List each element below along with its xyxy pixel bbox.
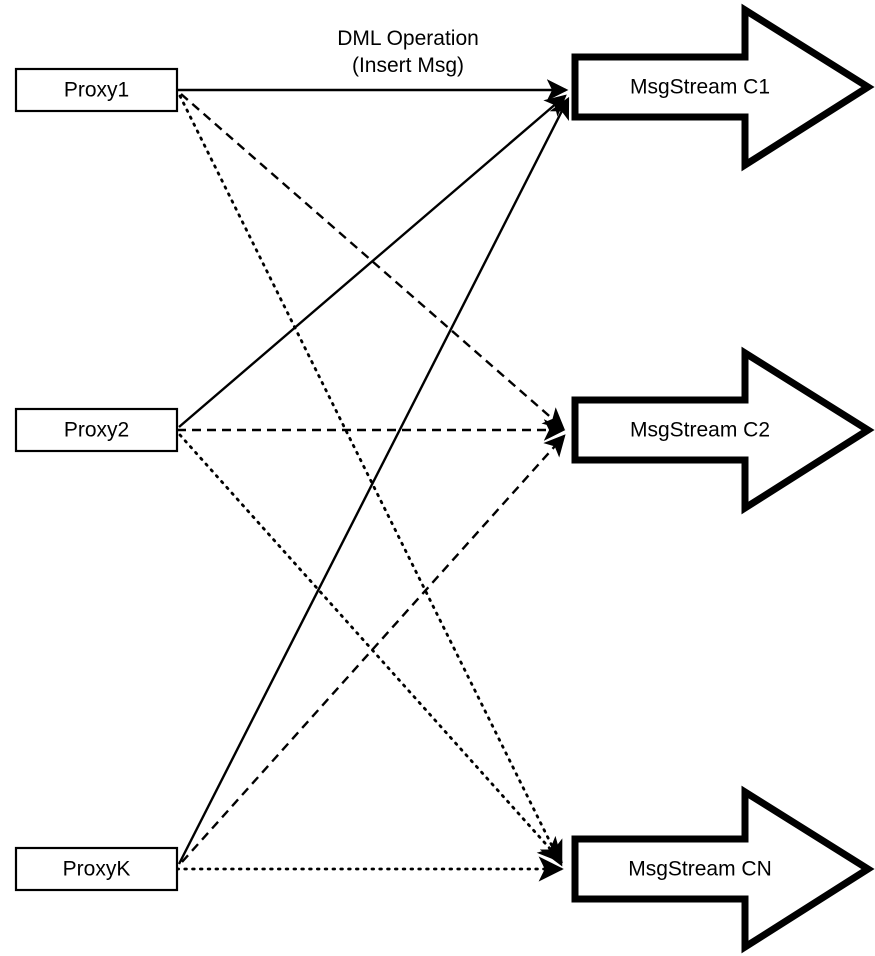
- proxy-node-proxyk[interactable]: ProxyK: [14, 846, 179, 892]
- edges-layer: [175, 79, 570, 882]
- edge-line-solid: [177, 96, 570, 865]
- edge-proxyK-to-stream-c2: [181, 434, 566, 863]
- block-arrow-shape: [571, 346, 875, 515]
- msgstream-node-msgstream-c2[interactable]: MsgStream C2: [571, 346, 875, 515]
- annotation-line-2: (Insert Msg): [352, 54, 464, 77]
- edge-line-dashed: [181, 434, 566, 863]
- annotations-layer: DML Operation (Insert Msg): [337, 27, 479, 77]
- edge-proxy2-to-stream-c1: [178, 94, 567, 428]
- proxy-label: ProxyK: [63, 858, 131, 881]
- edge-annotation-dml-operation: DML Operation (Insert Msg): [337, 27, 479, 77]
- msgstream-node-msgstream-c1[interactable]: MsgStream C1: [571, 3, 875, 172]
- proxy-label: Proxy1: [64, 79, 129, 102]
- streams-layer: MsgStream C1 MsgStream C2 MsgStream CN: [571, 3, 875, 954]
- proxy-box-rect: [14, 67, 179, 113]
- msgstream-label: MsgStream CN: [628, 858, 772, 881]
- edge-line-dotted: [178, 433, 563, 864]
- proxy-node-proxy1[interactable]: Proxy1: [14, 67, 179, 113]
- proxy-label: Proxy2: [64, 419, 129, 442]
- edge-line-dotted: [178, 94, 563, 867]
- proxy-box-rect: [14, 407, 179, 453]
- edge-proxy1-to-stream-cn: [178, 94, 563, 867]
- annotation-line-1: DML Operation: [337, 27, 479, 50]
- edge-proxy1-to-stream-c2: [180, 93, 565, 430]
- msgstream-node-msgstream-cn[interactable]: MsgStream CN: [571, 785, 875, 954]
- block-arrow-shape: [571, 3, 875, 172]
- edge-line-dashed: [180, 93, 565, 430]
- msgstream-label: MsgStream C1: [630, 76, 770, 99]
- edge-proxy2-to-stream-cn: [178, 433, 563, 864]
- proxy-node-proxy2[interactable]: Proxy2: [14, 407, 179, 453]
- msgstream-label: MsgStream C2: [630, 419, 770, 442]
- proxy-box-rect: [14, 846, 179, 892]
- block-arrow-shape: [571, 785, 875, 954]
- edge-proxyK-to-stream-c1: [177, 96, 570, 865]
- edge-line-solid: [178, 94, 567, 428]
